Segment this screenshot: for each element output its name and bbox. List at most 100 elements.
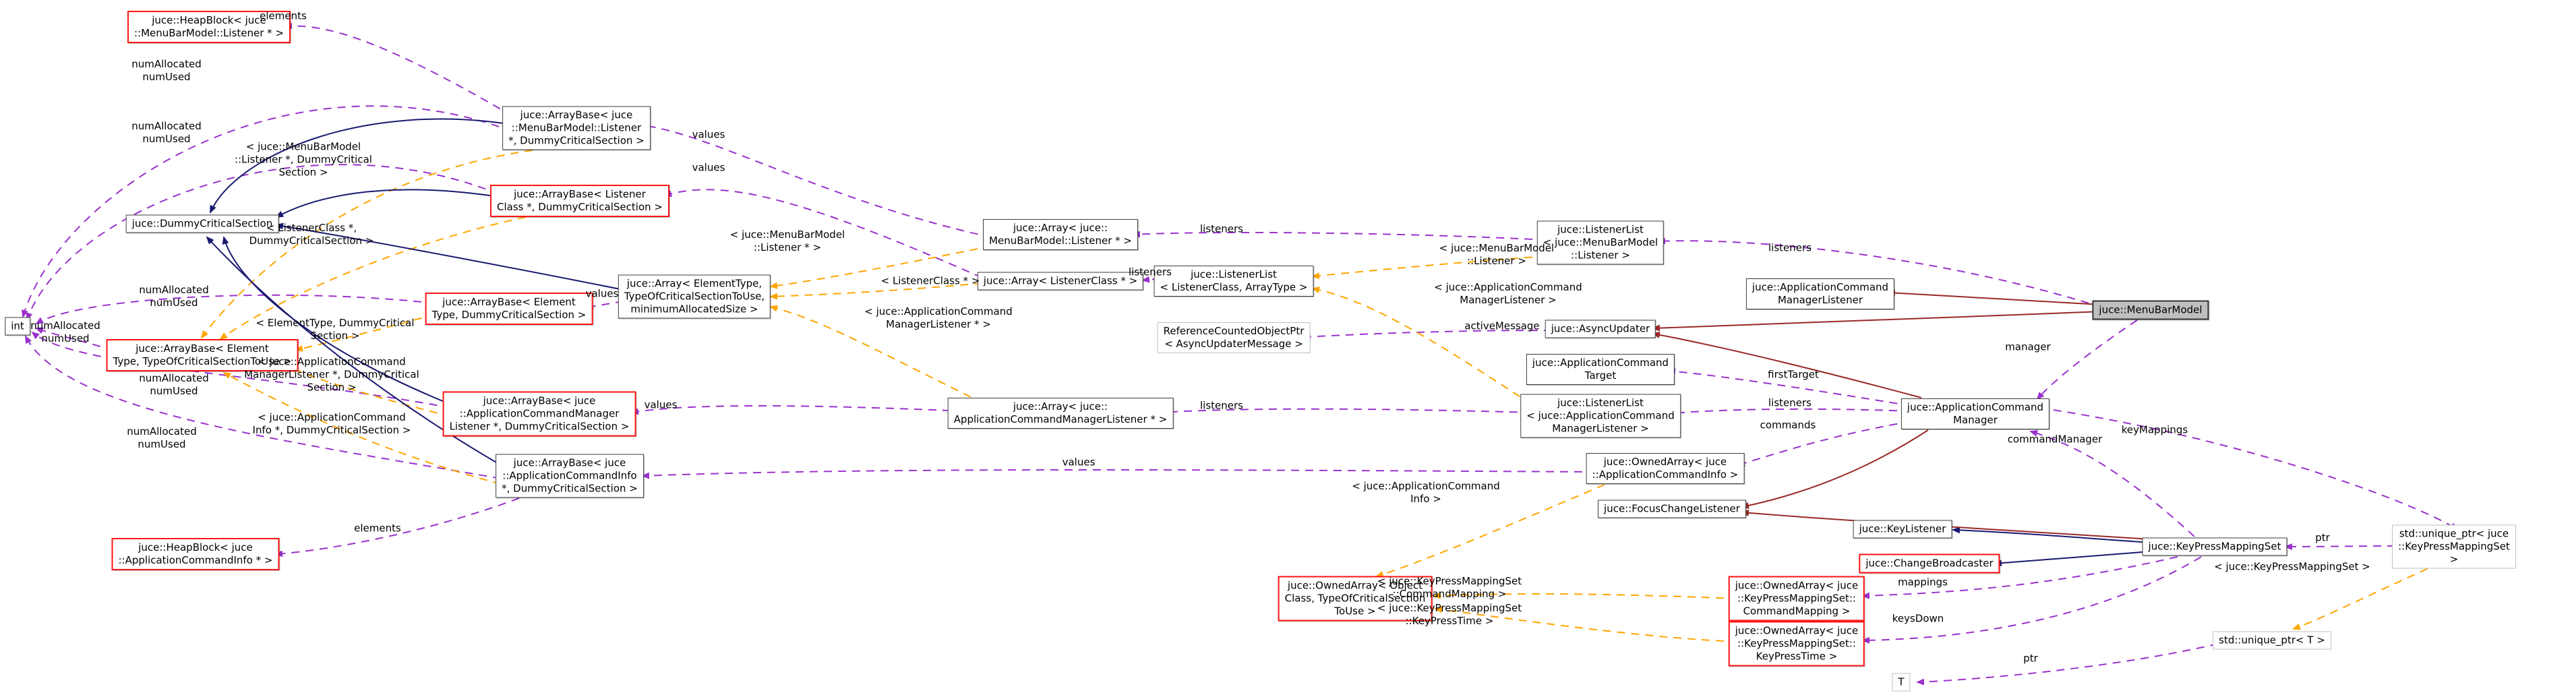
edge-private-mbm-asyncupdater bbox=[1652, 311, 2103, 332]
edge-tmpl-1 bbox=[200, 150, 533, 339]
node-listenerlist-applicationcommandmanagerlistener[interactable]: juce::ListenerList < juce::ApplicationCo… bbox=[1520, 394, 1681, 438]
edge-label-values-1: values bbox=[692, 128, 725, 141]
edge-tmpl-3 bbox=[295, 313, 436, 352]
edge-label-ptr-bottom: ptr bbox=[2023, 652, 2038, 665]
edge-tmpl-9 bbox=[1311, 255, 1547, 280]
edge-keysdown bbox=[1861, 556, 2202, 644]
edge-tmpl-2 bbox=[219, 216, 527, 340]
node-heapblock-menubarmodel-listener[interactable]: juce::HeapBlock< juce ::MenuBarModel::Li… bbox=[127, 11, 291, 43]
edge-tmpl-6 bbox=[769, 245, 992, 289]
edge-label-values-5: values bbox=[1062, 456, 1096, 469]
node-array-listenerclass[interactable]: juce::Array< ListenerClass * > bbox=[977, 272, 1144, 291]
edge-inherit-dcs-5 bbox=[206, 236, 502, 466]
edge-num-4 bbox=[35, 327, 115, 351]
node-heapblock-applicationcommandinfo[interactable]: juce::HeapBlock< juce ::ApplicationComma… bbox=[111, 538, 280, 570]
edge-values-4 bbox=[630, 405, 965, 415]
edge-label-tmpl-11: < juce::ApplicationCommand Info > bbox=[1352, 480, 1500, 505]
edge-mappings bbox=[1861, 556, 2178, 599]
edge-num-3 bbox=[35, 294, 436, 325]
edge-manager bbox=[2036, 320, 2138, 400]
node-keypressmappingset[interactable]: juce::KeyPressMappingSet bbox=[2142, 537, 2287, 556]
node-ownedarray-applicationcommandinfo[interactable]: juce::OwnedArray< juce ::ApplicationComm… bbox=[1586, 453, 1745, 484]
edge-label-activemessage: activeMessage bbox=[1464, 320, 1540, 332]
edge-label-tmpl-7: < ListenerClass * > bbox=[880, 274, 980, 287]
edge-label-tmpl-10: < juce::ApplicationCommand ManagerListen… bbox=[1434, 281, 1582, 306]
edge-inherit-dcs-2 bbox=[275, 189, 500, 218]
node-uniqueptr-keypressmappingset: std::unique_ptr< juce ::KeyPressMappingS… bbox=[2392, 524, 2516, 569]
node-arraybase-applicationcommandmanagerlistener[interactable]: juce::ArrayBase< juce ::ApplicationComma… bbox=[442, 391, 636, 437]
edge-tmpl-10 bbox=[1311, 286, 1532, 405]
node-array-menubarmodel-listener[interactable]: juce::Array< juce:: MenuBarModel::Listen… bbox=[983, 219, 1138, 250]
node-arraybase-elementtype-dummycriticalsection[interactable]: juce::ArrayBase< Element Type, DummyCrit… bbox=[425, 293, 593, 325]
node-ownedarray-objectclass[interactable]: juce::OwnedArray< Object Class, TypeOfCr… bbox=[1278, 576, 1433, 622]
edge-commandmanager bbox=[2029, 430, 2195, 537]
node-ownedarray-keypresstime[interactable]: juce::OwnedArray< juce ::KeyPressMapping… bbox=[1728, 621, 1865, 667]
edge-label-num-6: numAllocated numUsed bbox=[127, 425, 197, 450]
edge-label-values-2: values bbox=[692, 161, 725, 174]
node-keylistener[interactable]: juce::KeyListener bbox=[1853, 520, 1952, 539]
edge-label-tmpl-12: < juce::KeyPressMappingSet ::CommandMapp… bbox=[1377, 575, 1522, 600]
edge-label-tmpl-9: < juce::MenuBarModel ::Listener > bbox=[1439, 242, 1555, 267]
edge-label-num-3: numAllocated numUsed bbox=[139, 284, 209, 309]
edge-private-acm-focuslistener bbox=[1741, 429, 1929, 509]
edge-num-2 bbox=[26, 164, 500, 321]
edge-tmpl-11 bbox=[1375, 484, 1605, 578]
node-arraybase-menubarmodel-listener[interactable]: juce::ArrayBase< juce ::MenuBarModel::Li… bbox=[502, 106, 651, 150]
edge-num-6 bbox=[25, 335, 502, 479]
edge-elements-bottom bbox=[274, 497, 520, 557]
edge-label-tmpl-4: < juce::ApplicationCommand ManagerListen… bbox=[244, 355, 419, 394]
edge-label-tmpl-8: < juce::ApplicationCommand ManagerListen… bbox=[864, 305, 1013, 330]
node-int: int bbox=[5, 317, 30, 336]
edge-private-mbm-acml bbox=[1887, 289, 2103, 305]
edge-label-num-4: numAllocated numUsed bbox=[30, 320, 100, 344]
edge-label-commands: commands bbox=[1760, 419, 1816, 431]
edge-label-commandmanager: commandManager bbox=[2007, 433, 2103, 446]
node-t: T bbox=[1892, 673, 1911, 692]
edge-num-5 bbox=[31, 331, 452, 409]
node-arraybase-applicationcommandinfo[interactable]: juce::ArrayBase< juce ::ApplicationComma… bbox=[496, 454, 644, 498]
edge-label-tmpl-6: < juce::MenuBarModel ::Listener * > bbox=[729, 229, 845, 253]
edge-listeners-3 bbox=[1159, 408, 1532, 416]
node-ownedarray-commandmapping[interactable]: juce::OwnedArray< juce ::KeyPressMapping… bbox=[1728, 576, 1865, 622]
node-array-elementtype[interactable]: juce::Array< ElementType, TypeOfCritical… bbox=[618, 274, 771, 319]
edge-tmpl-12 bbox=[1433, 592, 1739, 599]
edge-label-listeners-1: listeners bbox=[1200, 222, 1243, 235]
edge-label-tmpl-5: < juce::ApplicationCommand Info *, Dummy… bbox=[252, 411, 411, 436]
node-applicationcommandtarget[interactable]: juce::ApplicationCommand Target bbox=[1526, 354, 1675, 385]
edge-label-ptr-right: ptr bbox=[2315, 531, 2330, 544]
edge-private-acm-asyncupdater bbox=[1652, 331, 1922, 398]
node-uniqueptr-t: std::unique_ptr< T > bbox=[2213, 631, 2331, 650]
node-dummycriticalsection[interactable]: juce::DummyCriticalSection bbox=[125, 214, 279, 233]
node-arraybase-elementtype-typeofcriticalsectiontouse[interactable]: juce::ArrayBase< Element Type, TypeOfCri… bbox=[106, 339, 299, 371]
node-changebroadcaster[interactable]: juce::ChangeBroadcaster bbox=[1859, 553, 2000, 574]
node-listenerlist-listenerclass-arraytype[interactable]: juce::ListenerList < ListenerClass, Arra… bbox=[1154, 266, 1314, 297]
edge-ptr-bottom bbox=[1916, 643, 2219, 686]
edge-label-values-3: values bbox=[585, 287, 619, 300]
edge-values-2 bbox=[663, 189, 983, 278]
edge-label-num-1: numAllocated numUsed bbox=[131, 58, 202, 83]
edge-ptr-right bbox=[2284, 543, 2396, 550]
edge-inherit-dcs-3 bbox=[275, 222, 624, 291]
node-focuschangelistener[interactable]: juce::FocusChangeListener bbox=[1598, 500, 1746, 518]
node-listenerlist-menubarmodel-listener[interactable]: juce::ListenerList < juce::MenuBarModel … bbox=[1536, 220, 1665, 265]
edge-tmpl-8 bbox=[769, 305, 971, 398]
edge-elements-top bbox=[284, 22, 513, 117]
node-applicationcommandmanager[interactable]: juce::ApplicationCommand Manager bbox=[1900, 398, 2050, 429]
edge-values-1 bbox=[642, 123, 992, 238]
node-arraybase-listenerclass[interactable]: juce::ArrayBase< Listener Class *, Dummy… bbox=[490, 185, 669, 217]
edge-label-listeners-3: listeners bbox=[1200, 399, 1243, 412]
node-applicationcommandmanagerlistener[interactable]: juce::ApplicationCommand ManagerListener bbox=[1745, 278, 1895, 309]
node-asyncupdater[interactable]: juce::AsyncUpdater bbox=[1545, 320, 1656, 338]
edge-label-num-5: numAllocated numUsed bbox=[139, 372, 209, 397]
edge-label-mappings: mappings bbox=[1898, 576, 1948, 588]
edge-label-listeners-4: listeners bbox=[1768, 241, 1811, 254]
node-array-applicationcommandmanagerlistener[interactable]: juce::Array< juce:: ApplicationCommandMa… bbox=[947, 398, 1174, 429]
edge-label-tmpl-13: < juce::KeyPressMappingSet ::KeyPressTim… bbox=[1377, 602, 1522, 627]
edge-label-elements-bottom: elements bbox=[354, 522, 401, 535]
edge-tmpl-4 bbox=[289, 366, 452, 417]
edge-listeners-1 bbox=[1132, 231, 1547, 241]
edge-num-1 bbox=[22, 105, 513, 318]
edge-label-values-4: values bbox=[644, 398, 678, 411]
edge-label-listeners-5: listeners bbox=[1768, 396, 1811, 409]
